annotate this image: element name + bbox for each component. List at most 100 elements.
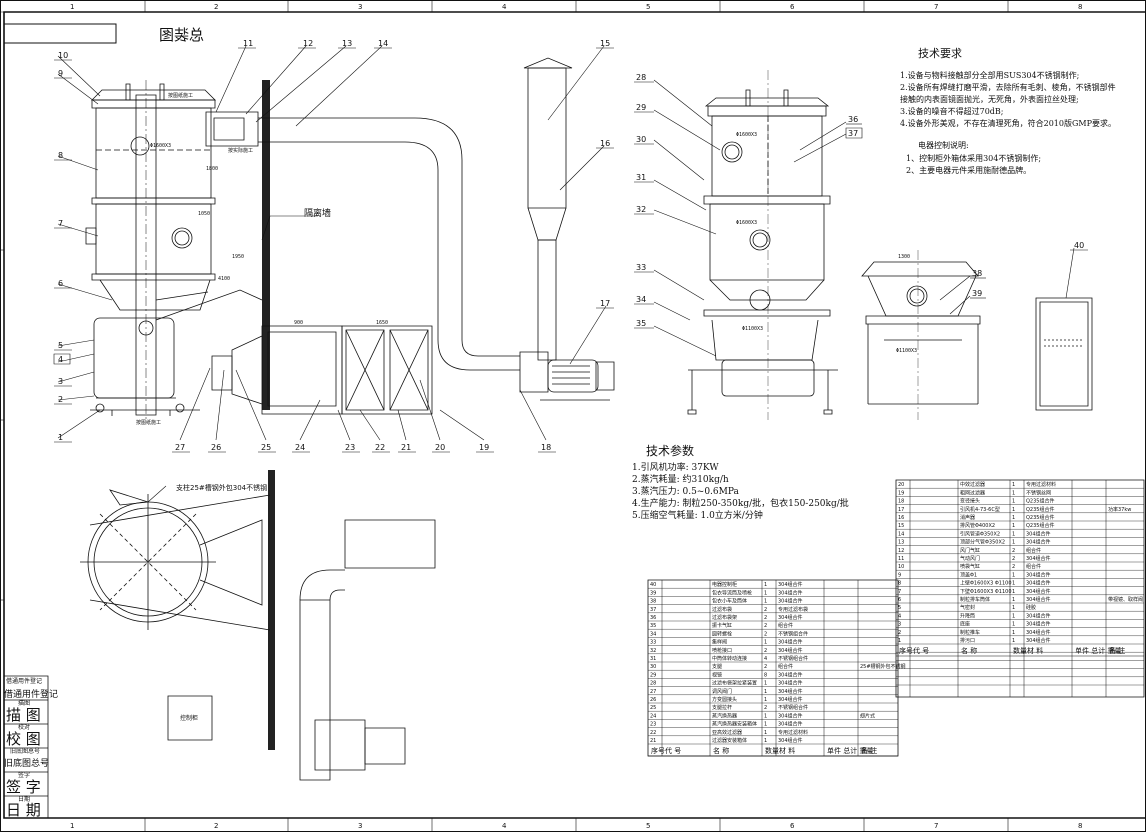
table-cell: 排污口 <box>960 637 975 644</box>
table-cell: 2 <box>764 664 767 670</box>
table-cell: 1 <box>1012 630 1015 636</box>
table-cell: 19 <box>898 490 904 496</box>
table-cell: 22 <box>650 730 656 736</box>
table-cell: 1 <box>1012 638 1015 644</box>
elec-title: 电器控制说明: <box>918 140 969 150</box>
table-cell: 304组合件 <box>1026 629 1051 636</box>
zone-label: 7 <box>934 822 938 830</box>
balloon-label: 30 <box>636 135 646 144</box>
table-cell: 粗网过滤器 <box>960 489 985 496</box>
dim-text: 900 <box>294 320 303 326</box>
table-cell: 1 <box>898 638 901 644</box>
table-cell: 组合件 <box>778 622 793 629</box>
dim-text: 1300 <box>898 254 910 260</box>
table-cell: 调风阀门 <box>712 688 732 695</box>
isolation-wall <box>262 80 275 750</box>
table-cell: 底座 <box>960 621 970 628</box>
zone-label: 3 <box>358 3 362 11</box>
tech-param-item: 2.蒸汽耗量: 约310kg/h <box>632 473 729 485</box>
table-cell: Q235组合件 <box>1026 514 1054 521</box>
table-cell: 风门气缸 <box>960 547 980 554</box>
side-view-granulator <box>688 90 838 414</box>
table-cell: 视镜 <box>712 671 722 678</box>
tech-req-title: 技术要求 <box>918 47 962 60</box>
table-cell: 1 <box>1012 490 1015 496</box>
dim-text: 1050 <box>198 211 210 217</box>
table-cell: 304组合件 <box>1026 596 1051 603</box>
zone-strip-bottom <box>145 818 1008 832</box>
control-cabinet-label: 控制柜 <box>180 714 198 722</box>
table-cell: 顶部分气管Φ350X2 <box>960 539 1005 546</box>
tech-req-item: 2.设备所有焊缝打磨平滑，去除所有毛刺、棱角，不锈钢部件 <box>900 82 1116 92</box>
table-cell: 2 <box>1012 564 1015 570</box>
table-cell: 20 <box>898 482 904 488</box>
table-cell: 1 <box>1012 589 1015 595</box>
electrical-cabinet <box>1036 298 1092 410</box>
balloon-label: 17 <box>600 299 610 308</box>
tech-params-title: 技术参数 <box>646 443 694 458</box>
note-text: 按图纸施工 <box>168 92 193 99</box>
table-header-cell: 数量 <box>765 746 779 755</box>
table-cell: 33 <box>650 640 656 646</box>
table-cell: 16 <box>898 515 904 521</box>
table-cell: 24 <box>650 713 656 719</box>
table-header-cell: 单件 总计 重量 <box>827 746 873 755</box>
table-cell: 11 <box>898 556 904 562</box>
tech-params: 技术参数 1.引风机功率: 37KW 2.蒸汽耗量: 约310kg/h 3.蒸汽… <box>632 443 849 521</box>
center-lines <box>768 70 918 420</box>
balloon-label: 19 <box>479 443 489 452</box>
table-cell: 升降筒 <box>960 612 975 619</box>
balloon-label: 20 <box>435 443 445 452</box>
table-cell: 304组合件 <box>778 671 803 678</box>
balloon-group-top: 11 12 13 14 15 16 17 <box>238 39 614 308</box>
table-cell: 35 <box>650 623 656 629</box>
table-cell: 振卡气缸 <box>712 622 732 629</box>
tech-param-item: 4.生产能力: 制粒250-350kg/批，包衣150-250kg/批 <box>632 497 849 509</box>
table-cell: 下壁Φ1600X3 Φ1100 <box>960 588 1012 595</box>
table-cell: 1 <box>764 713 767 719</box>
table-cell: 排风管Φ400X2 <box>960 522 995 529</box>
table-cell: 1 <box>764 640 767 646</box>
table-header-cell: 材 料 <box>1027 646 1043 655</box>
table-cell: 304组合件 <box>778 712 803 719</box>
table-cell: 1 <box>1012 531 1015 537</box>
table-cell: 29 <box>650 672 656 678</box>
sig-label: 日 期 <box>6 801 41 819</box>
zone-label: 6 <box>790 3 795 11</box>
balloon-label: 4 <box>58 355 63 364</box>
table-cell: 不锈钢组合件 <box>778 655 808 662</box>
sig-label: 校 图 <box>6 730 41 748</box>
table-cell: 制粒推车 <box>960 629 980 636</box>
table-cell: 电器控制柜 <box>712 581 737 588</box>
air-handler <box>212 326 432 414</box>
zone-label: 7 <box>934 3 938 11</box>
balloon-label: 13 <box>342 39 352 48</box>
sig-label-small: 校对 <box>18 723 30 731</box>
zone-label: 5 <box>646 3 650 11</box>
table-cell: 7 <box>898 589 901 595</box>
table-cell: 1 <box>1012 523 1015 529</box>
table-cell: 304组合件 <box>778 737 803 744</box>
table-cell: 顶盖Φ1 <box>960 571 977 578</box>
table-cell: 引风机4-73-6C型 <box>960 506 1000 513</box>
support-note: 支柱25#槽钢外包304不锈钢 <box>176 483 267 492</box>
note-text: 按图纸施工 <box>136 419 161 426</box>
dimension-labels: Φ1600X3 Φ1600X3 Φ1600X3 Φ1100X3 Φ1100X3 … <box>136 92 917 426</box>
table-cell: 25 <box>650 705 656 711</box>
